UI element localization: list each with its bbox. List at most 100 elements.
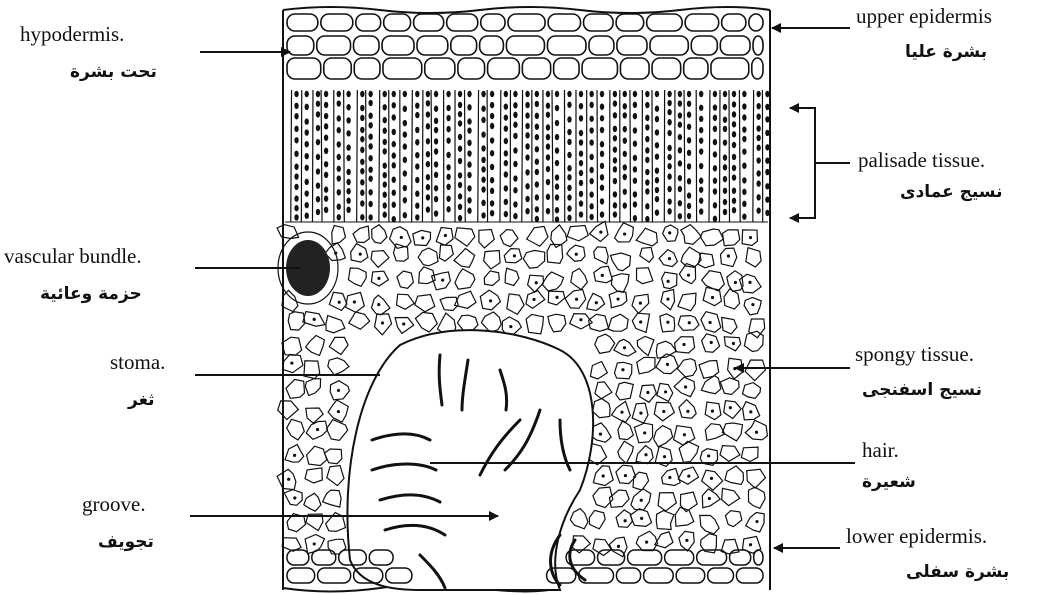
spongy-cell — [744, 298, 761, 315]
spongy-chloroplast — [751, 303, 754, 306]
palisade-cell-wall — [291, 90, 292, 222]
chloroplast — [403, 197, 407, 203]
chloroplast — [699, 178, 703, 184]
chloroplast — [645, 102, 649, 108]
epidermis-cell — [620, 58, 649, 79]
chloroplast — [667, 109, 671, 115]
chloroplast — [426, 161, 430, 167]
spongy-cell — [328, 539, 346, 554]
spongy-cell — [327, 420, 348, 441]
chloroplast — [481, 186, 485, 192]
spongy-cell — [304, 493, 321, 511]
spongy-chloroplast — [381, 321, 384, 324]
chloroplast — [415, 214, 419, 220]
spongy-chloroplast — [602, 474, 605, 477]
chloroplast — [623, 202, 627, 208]
spongy-cell — [705, 424, 724, 441]
epidermis-cell — [720, 36, 750, 55]
chloroplast — [346, 169, 350, 175]
chloroplast — [713, 91, 717, 97]
chloroplast — [337, 203, 341, 209]
spongy-cell — [615, 223, 634, 242]
chloroplast — [337, 91, 341, 97]
spongy-chloroplast — [617, 545, 620, 548]
chloroplast — [392, 141, 396, 147]
chloroplast — [589, 167, 593, 173]
spongy-chloroplast — [313, 318, 316, 321]
chloroplast — [392, 102, 396, 108]
lower-epidermis-cell — [644, 568, 674, 583]
spongy-cell — [593, 399, 611, 418]
spongy-cell — [282, 337, 302, 355]
chloroplast — [567, 129, 571, 135]
chloroplast — [294, 214, 298, 220]
chloroplast — [403, 185, 407, 191]
chloroplast — [383, 211, 387, 217]
spongy-cell — [637, 268, 653, 284]
chloroplast — [713, 165, 717, 171]
chloroplast — [294, 91, 298, 97]
label-hair-en: hair. — [862, 440, 899, 461]
epidermis-cell — [287, 58, 321, 79]
epidermis-cell — [384, 14, 411, 31]
spongy-cell — [589, 510, 605, 529]
chloroplast — [633, 127, 637, 133]
chloroplast — [732, 131, 736, 137]
spongy-chloroplast — [353, 300, 356, 303]
chloroplast — [383, 139, 387, 145]
spongy-cell — [526, 314, 543, 333]
chloroplast — [415, 177, 419, 183]
chloroplast — [600, 115, 604, 121]
chloroplast — [337, 141, 341, 147]
spongy-cell — [618, 441, 634, 463]
chloroplast — [613, 100, 617, 106]
spongy-chloroplast — [400, 236, 403, 239]
chloroplast — [467, 185, 471, 191]
chloroplast — [667, 163, 671, 169]
chloroplast — [687, 101, 691, 107]
spongy-cell — [702, 271, 725, 291]
chloroplast — [765, 91, 769, 97]
chloroplast — [589, 203, 593, 209]
chloroplast — [337, 189, 341, 195]
chloroplast — [555, 194, 559, 200]
chloroplast — [645, 179, 649, 185]
chloroplast — [655, 153, 659, 159]
chloroplast — [360, 127, 364, 133]
lower-epidermis-cell — [287, 568, 315, 583]
chloroplast — [426, 206, 430, 212]
chloroplast — [316, 182, 320, 188]
chloroplast — [337, 115, 341, 121]
chloroplast — [732, 154, 736, 160]
chloroplast — [426, 184, 430, 190]
spongy-cell — [455, 291, 476, 308]
chloroplast — [467, 150, 471, 156]
lower-epidermis-cell — [628, 550, 662, 565]
chloroplast — [324, 148, 328, 154]
chloroplast — [346, 91, 350, 97]
spongy-cell — [722, 317, 737, 334]
chloroplast — [316, 139, 320, 145]
chloroplast — [613, 202, 617, 208]
epidermis-cell — [691, 36, 717, 55]
spongy-cell — [547, 244, 563, 263]
chloroplast — [337, 166, 341, 172]
chloroplast — [579, 180, 583, 186]
chloroplast — [567, 102, 571, 108]
lower-epidermis-cell — [754, 550, 763, 565]
spongy-cell — [326, 316, 345, 333]
spongy-cell — [481, 312, 501, 332]
chloroplast — [742, 177, 746, 183]
chloroplast — [504, 199, 508, 205]
chloroplast — [756, 157, 760, 163]
chloroplast — [756, 207, 760, 213]
spongy-cell — [307, 446, 327, 465]
epidermis-cell — [647, 14, 683, 31]
spongy-chloroplast — [624, 519, 627, 522]
chloroplast — [600, 91, 604, 97]
chloroplast — [723, 104, 727, 110]
lower-epidermis-cell — [665, 550, 694, 565]
chloroplast — [368, 122, 372, 128]
spongy-cell — [611, 274, 629, 293]
chloroplast — [383, 104, 387, 110]
